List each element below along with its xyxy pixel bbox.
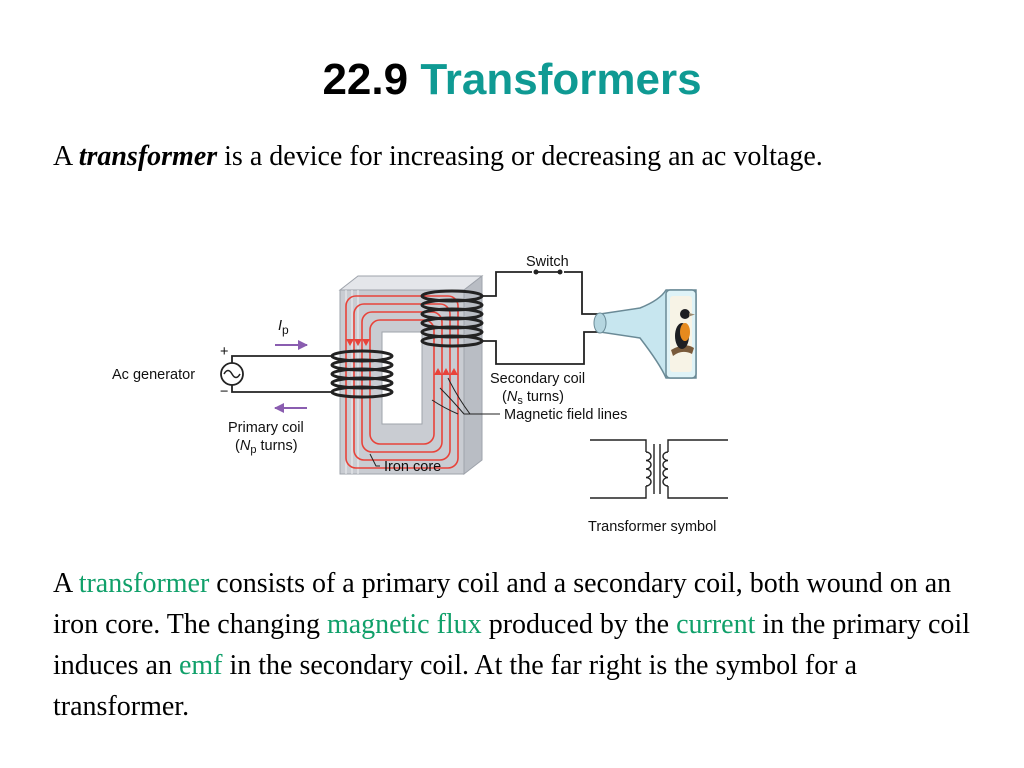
field-lines-label: Magnetic field lines: [504, 407, 627, 423]
section-number: 22.9: [322, 55, 409, 104]
switch[interactable]: [533, 269, 563, 275]
ac-generator-label: Ac generator: [112, 367, 195, 383]
intro-paragraph: A transformer is a device for increasing…: [53, 136, 953, 177]
secondary-circuit: [482, 271, 600, 365]
field-arrows: [346, 339, 458, 375]
slide-title: 22.9 Transformers: [0, 50, 1024, 110]
term-magnetic-flux: magnetic flux: [326, 609, 482, 640]
intro-lead: A: [53, 141, 72, 172]
term-emf: emf: [178, 650, 223, 681]
secondary-coil-label: Secondary coil: [490, 371, 585, 387]
switch-label: Switch: [526, 254, 569, 270]
secondary-turns-label: (Ns turns): [502, 389, 564, 407]
iron-core-label: Iron core: [384, 459, 441, 475]
leader-lines: [369, 377, 500, 467]
primary-circuit: [231, 355, 332, 393]
primary-coil-label: Primary coil: [228, 420, 304, 436]
ac-generator: [220, 362, 244, 386]
transformer-symbol-label: Transformer symbol: [588, 519, 716, 535]
term-transformer: transformer: [78, 568, 210, 599]
primary-turns-label: (Np turns): [235, 438, 298, 456]
transformer-diagram: Switch Ip + − Ac generator Primary coil …: [112, 254, 728, 535]
bird-image: [671, 309, 695, 356]
current-label: Ip: [278, 318, 289, 337]
secondary-coil: [420, 289, 484, 348]
term-current: current: [676, 609, 756, 640]
plus-terminal: +: [220, 344, 228, 360]
section-title-word: Transformers: [420, 55, 702, 104]
body-paragraph: A transformer consists of a primary coil…: [53, 568, 970, 722]
transformer-symbol: [590, 439, 728, 499]
intro-rest: is a device for increasing or decreasing…: [224, 141, 823, 172]
intro-term: transformer: [78, 141, 218, 172]
minus-terminal: −: [220, 384, 228, 400]
